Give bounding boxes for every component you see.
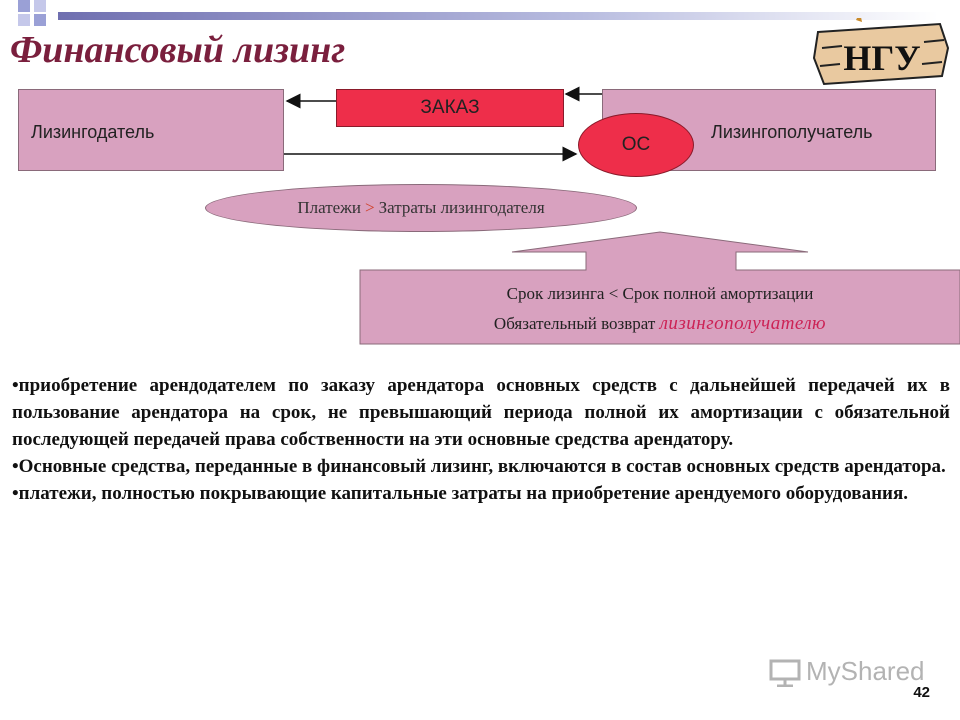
watermark-text: MyShared [806, 656, 925, 686]
top-decoration-bar [58, 12, 938, 20]
bullet-3: •платежи, полностью покрывающие капиталь… [12, 483, 908, 504]
callout-line-1: Срок лизинга < Срок полной амортизации [506, 284, 814, 303]
callout-shape [359, 231, 960, 345]
page-number: 42 [913, 684, 930, 701]
callout-line-2: Обязательный возврат лизингополучателю [360, 313, 960, 335]
corner-decoration [8, 0, 68, 40]
payments-oval: Платежи > Затраты лизингодателя [205, 184, 637, 232]
payments-right: Затраты лизингодателя [378, 198, 545, 217]
fixed-assets-oval: ОС [578, 113, 694, 177]
university-logo: НГУ [812, 12, 952, 90]
lessor-label: Лизингодатель [31, 122, 155, 142]
bullet-1: •приобретение арендодателем по заказу ар… [12, 375, 950, 450]
logo-text: НГУ [843, 38, 920, 78]
presentation-icon [769, 659, 801, 687]
bullet-2: •Основные средства, переданные в финансо… [12, 456, 946, 477]
callout-line-2-emphasis: лизингополучателю [659, 313, 827, 334]
payments-left: Платежи [297, 198, 362, 217]
order-box: ЗАКАЗ [336, 89, 564, 127]
payments-sign: > [365, 198, 375, 217]
definition-text: •приобретение арендодателем по заказу ар… [12, 372, 950, 507]
page-title: Финансовый лизинг [10, 29, 346, 71]
watermark: MyShared [768, 656, 925, 687]
lessee-label: Лизингополучатель [711, 122, 873, 142]
callout-line-2-prefix: Обязательный возврат [493, 314, 656, 333]
lessor-box: Лизингодатель [18, 89, 284, 171]
